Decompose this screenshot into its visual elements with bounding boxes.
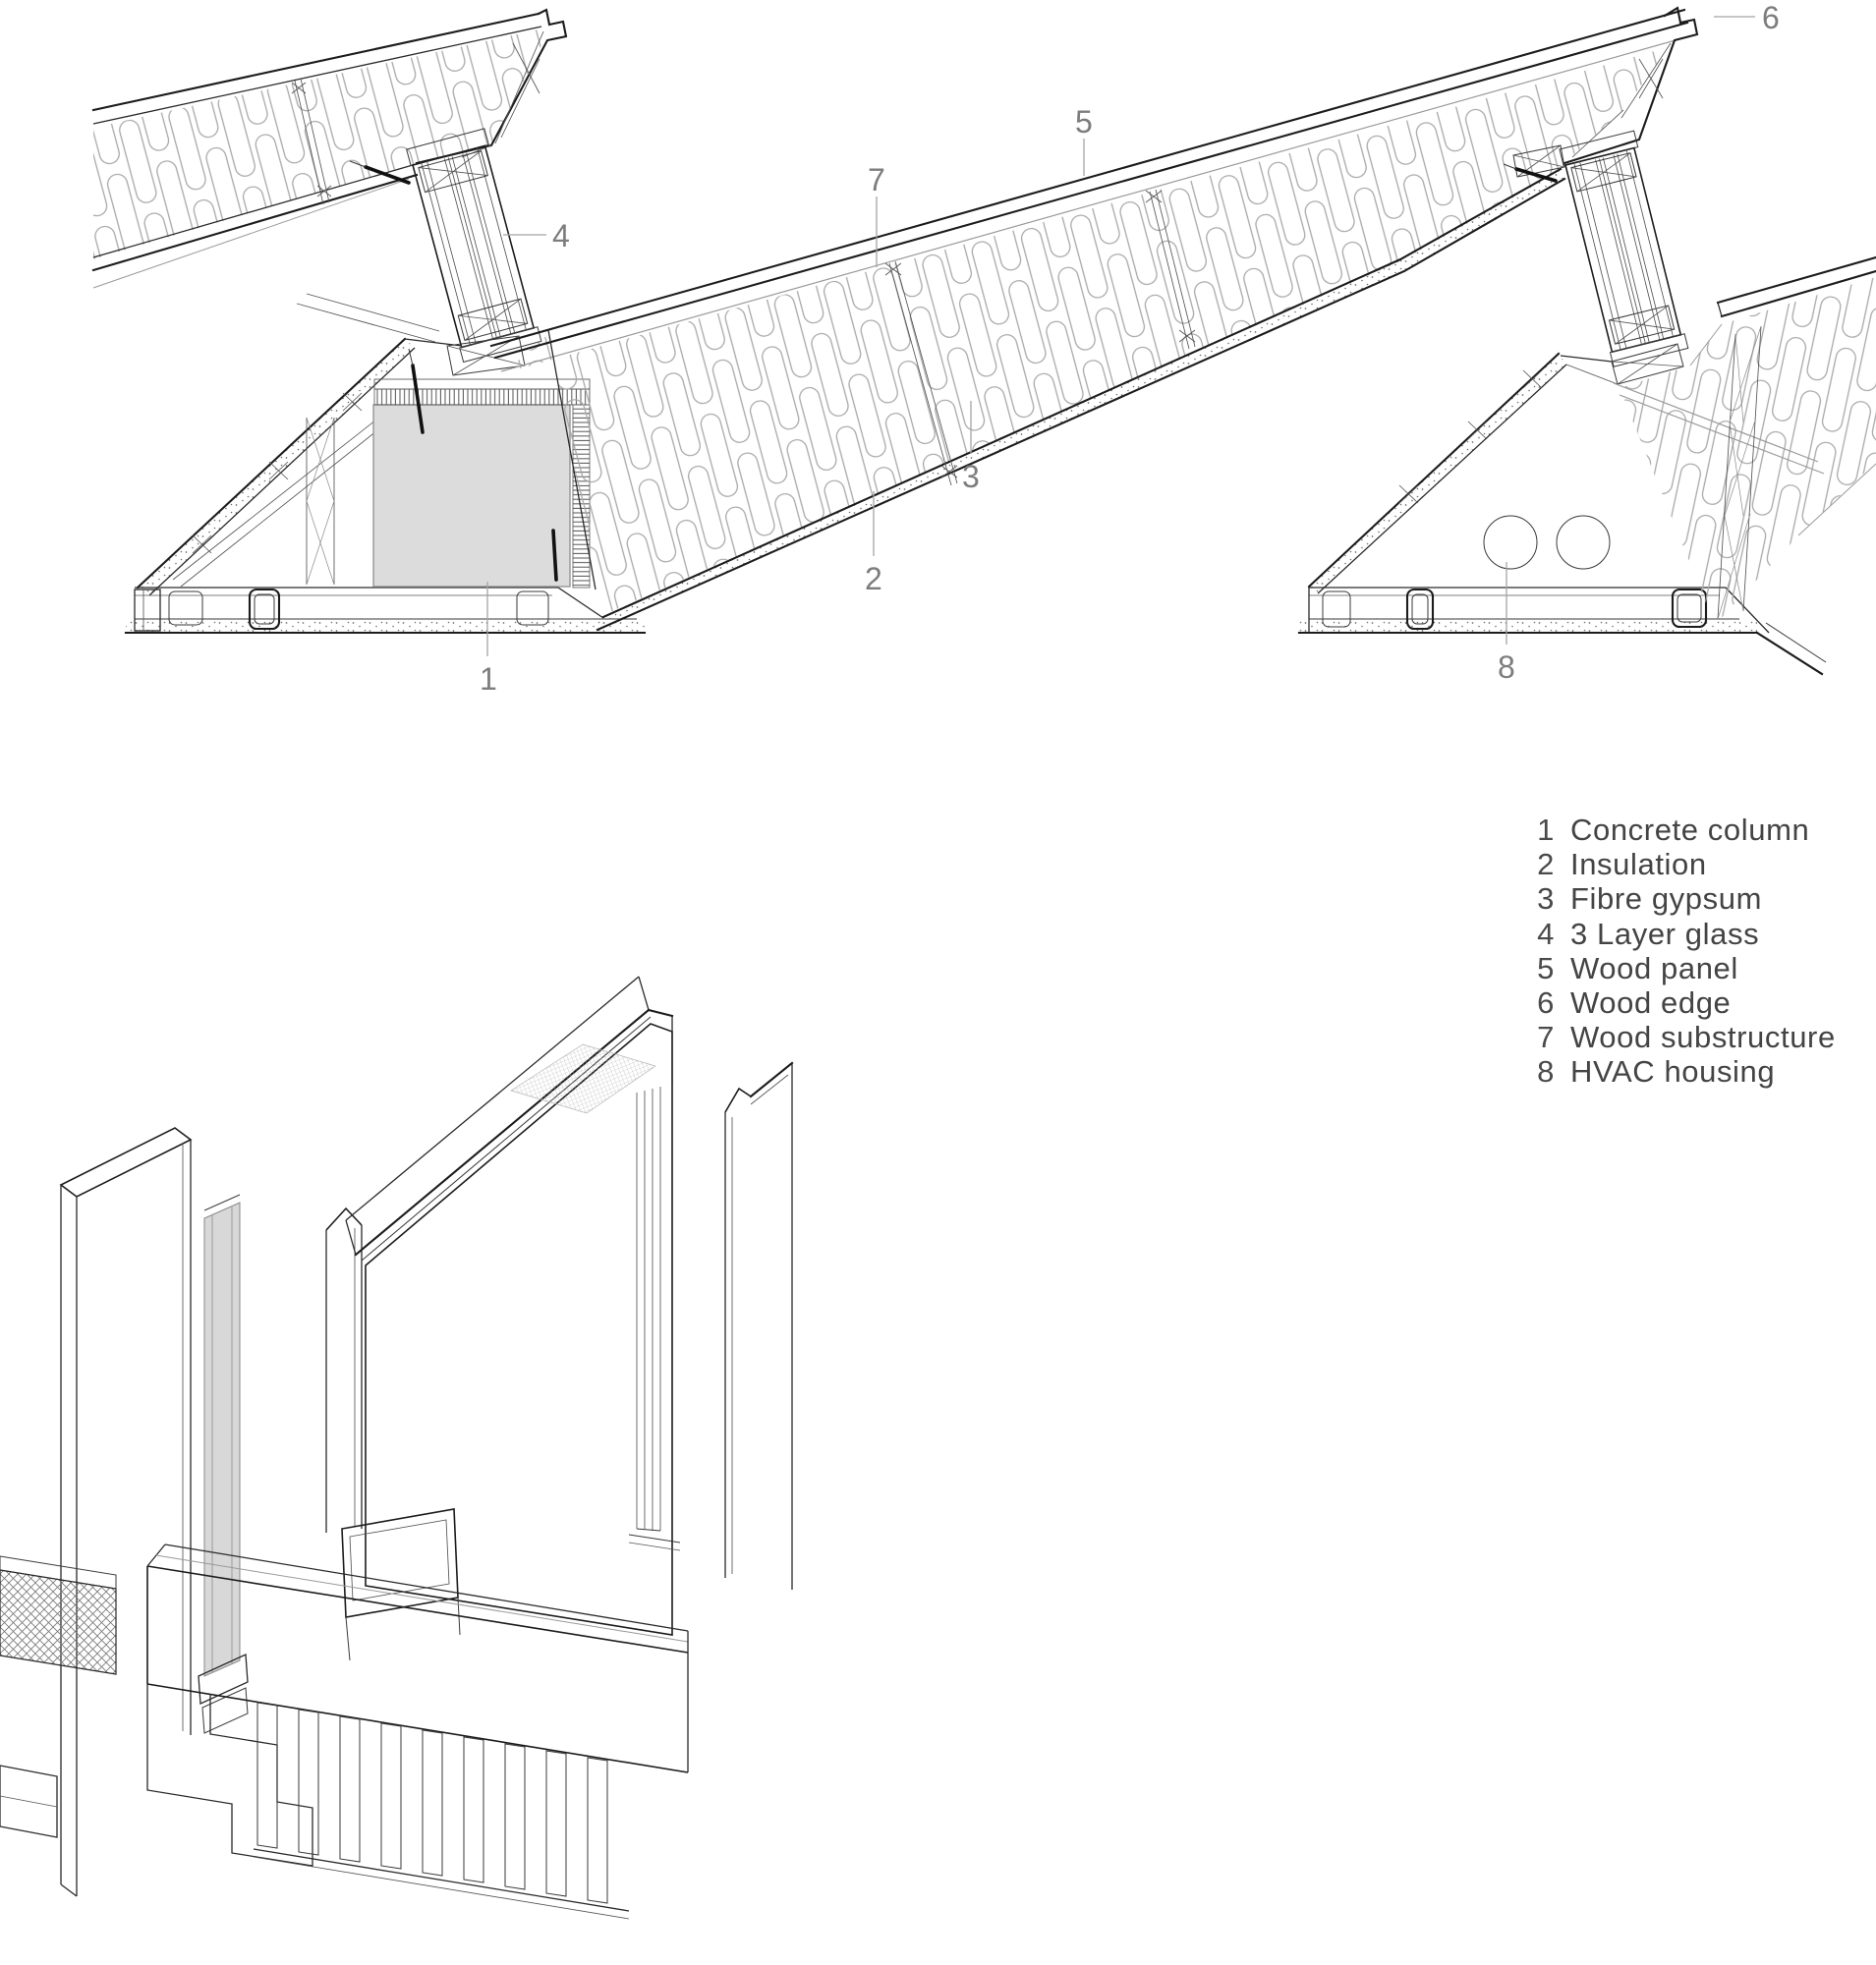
batten-profile bbox=[516, 590, 549, 626]
legend-num: 2 bbox=[1537, 847, 1555, 882]
callout-8: 8 bbox=[1498, 649, 1516, 685]
legend-item: 8 HVAC housing bbox=[1494, 1054, 1836, 1089]
legend-item: 7 Wood substructure bbox=[1494, 1020, 1836, 1054]
axon-right-panels bbox=[724, 1061, 794, 1590]
window-sash-head bbox=[418, 149, 488, 194]
axon-beam bbox=[146, 1544, 689, 1867]
callout-6: 6 bbox=[1762, 0, 1781, 35]
legend-label: Fibre gypsum bbox=[1570, 881, 1762, 917]
legend-label: Wood substructure bbox=[1570, 1020, 1836, 1055]
legend-item: 4 3 Layer glass bbox=[1494, 917, 1836, 951]
legend-num: 3 bbox=[1537, 881, 1555, 917]
right-clerestory-window bbox=[1559, 130, 1689, 367]
legend-num: 1 bbox=[1537, 813, 1555, 847]
legend-label: Concrete column bbox=[1570, 813, 1810, 847]
legend-item: 6 Wood edge bbox=[1494, 985, 1836, 1020]
batten-profile bbox=[1322, 590, 1351, 628]
window-sash-sill bbox=[457, 298, 529, 341]
concrete-column bbox=[372, 404, 571, 588]
axon-glazing bbox=[198, 1194, 249, 1734]
legend-num: 6 bbox=[1537, 985, 1555, 1021]
callout-7: 7 bbox=[868, 162, 886, 197]
vent-grille-patch bbox=[510, 1043, 656, 1114]
batten-profile bbox=[248, 588, 281, 631]
central-roof-panel bbox=[489, 6, 1699, 632]
wood-panel-top bbox=[489, 8, 1686, 348]
fibre-gypsum-board bbox=[601, 167, 1563, 619]
screw-icon bbox=[364, 165, 411, 185]
axon-insulation-slab bbox=[0, 1555, 117, 1838]
screw-icon bbox=[1514, 167, 1558, 183]
edge-profile bbox=[134, 589, 161, 632]
legend-label: 3 Layer glass bbox=[1570, 916, 1760, 951]
legend-num: 4 bbox=[1537, 916, 1555, 951]
left-roof-panel bbox=[91, 8, 568, 289]
legend-num: 5 bbox=[1537, 950, 1555, 985]
window-sill-blocking bbox=[459, 326, 542, 364]
right-base-structure bbox=[1297, 343, 1770, 635]
window-sash-head bbox=[1570, 152, 1637, 193]
screw-icon bbox=[551, 529, 558, 582]
callout-4: 4 bbox=[552, 218, 571, 253]
legend-label: Wood edge bbox=[1570, 985, 1732, 1021]
hvac-duct bbox=[1483, 515, 1538, 570]
legend-label: HVAC housing bbox=[1570, 1054, 1776, 1090]
axon-main-panel bbox=[345, 976, 681, 1636]
axonometric-window-detail bbox=[0, 976, 794, 1920]
batten-profile bbox=[1671, 588, 1708, 629]
callouts: 1 2 3 4 5 6 7 8 bbox=[480, 0, 1781, 697]
callout-1: 1 bbox=[480, 661, 498, 697]
roof-section-detail: 1 2 3 4 5 6 7 8 bbox=[91, 0, 1876, 697]
axon-left-mullion bbox=[59, 1127, 193, 1897]
left-panel-insulation bbox=[93, 29, 543, 259]
axon-fins bbox=[253, 1702, 630, 1920]
left-panel-head bbox=[415, 8, 568, 165]
legend: 1 Concrete column 2 Insulation 3 Fibre g… bbox=[1494, 813, 1836, 1090]
legend-label: Wood panel bbox=[1570, 950, 1738, 985]
wood-substructure-line bbox=[500, 35, 1690, 372]
legend-num: 7 bbox=[1537, 1020, 1555, 1055]
legend-item: 1 Concrete column bbox=[1494, 813, 1836, 847]
screw-icon bbox=[411, 364, 425, 434]
callout-5: 5 bbox=[1075, 104, 1094, 140]
axon-sill-box bbox=[341, 1508, 461, 1661]
right-roof-insulation bbox=[1620, 277, 1876, 625]
callout-2: 2 bbox=[865, 561, 883, 596]
right-roof-fragment bbox=[1613, 255, 1876, 676]
central-panel-insulation bbox=[503, 47, 1669, 615]
wood-edge-head bbox=[1563, 6, 1699, 165]
legend-item: 5 Wood panel bbox=[1494, 951, 1836, 985]
hvac-duct bbox=[1556, 515, 1611, 570]
comb-strip-top bbox=[373, 388, 591, 406]
axon-mid-mullion bbox=[325, 1207, 363, 1533]
left-clerestory-window bbox=[406, 128, 542, 364]
legend-label: Insulation bbox=[1570, 847, 1707, 882]
legend-num: 8 bbox=[1537, 1054, 1555, 1090]
window-sash-sill bbox=[1608, 305, 1676, 345]
callout-3: 3 bbox=[962, 459, 981, 494]
left-base-structure bbox=[124, 293, 647, 635]
legend-item: 2 Insulation bbox=[1494, 847, 1836, 881]
batten-profile bbox=[1405, 588, 1435, 631]
legend-item: 3 Fibre gypsum bbox=[1494, 881, 1836, 916]
window-sill-blocking bbox=[1609, 333, 1689, 367]
batten-profile bbox=[168, 590, 203, 626]
